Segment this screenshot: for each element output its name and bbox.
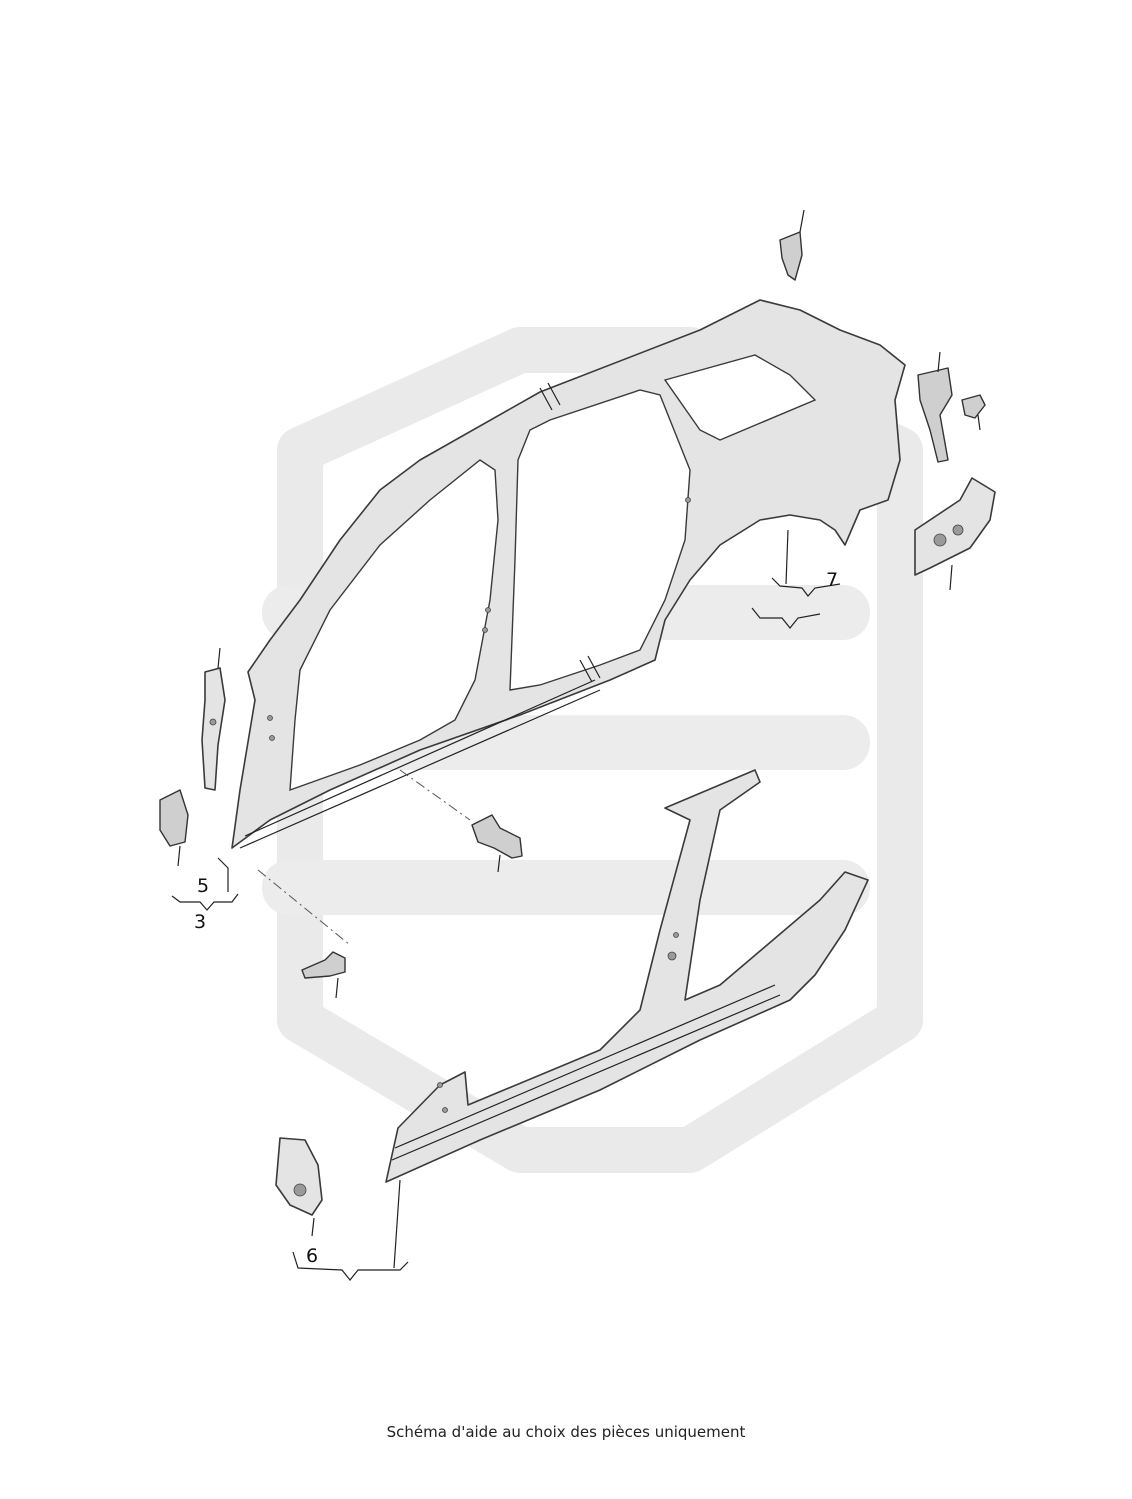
side-body-panel (231, 299, 906, 849)
bracket-6 (292, 1251, 409, 1281)
lower-bracket (275, 1137, 323, 1237)
bracket-7b (751, 607, 821, 629)
bracket-7 (771, 577, 841, 597)
callout-3: 3 (194, 911, 206, 933)
bracket-5 (217, 857, 229, 892)
sill-panel (385, 769, 869, 1269)
callout-5: 5 (197, 875, 209, 897)
screws (301, 814, 523, 999)
diagram-caption: Schéma d'aide au choix des pièces unique… (386, 1423, 746, 1441)
leader-7 (785, 529, 789, 585)
alignment-line-1 (399, 769, 471, 821)
callout-7: 7 (826, 569, 838, 591)
upper-bracket (779, 209, 805, 281)
rear-brackets (914, 351, 996, 591)
bracket-3 (171, 893, 239, 911)
callout-6: 6 (306, 1245, 318, 1267)
a-pillar-reinforcements (159, 647, 226, 867)
